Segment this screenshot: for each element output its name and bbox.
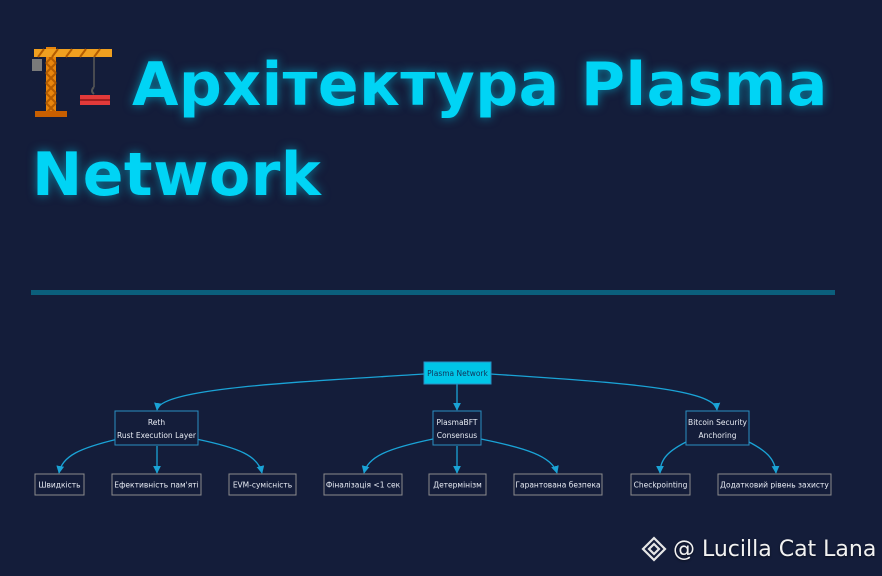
construction-crane-icon <box>32 47 112 117</box>
node-root: Plasma Network <box>423 361 492 385</box>
edge-reth-speed <box>56 438 119 474</box>
leaf-safety: Гарантована безпека <box>513 473 603 496</box>
leaf-memory: Ефективність пам'яті <box>111 473 202 496</box>
leaf-determinism-label: Детермінізм <box>433 481 482 490</box>
edge-bft-safety <box>480 438 559 474</box>
leaf-speed: Швидкість <box>34 473 85 496</box>
leaf-finality: Фіналізація <1 сек <box>323 473 403 496</box>
edge-root-bitcoin <box>490 373 721 411</box>
node-plasmabft-line2: Consensus <box>437 431 478 440</box>
architecture-diagram: Plasma Network Reth Rust Execution Layer… <box>34 361 832 496</box>
leaf-speed-label: Швидкість <box>38 481 80 490</box>
node-plasmabft-line1: PlasmaBFT <box>437 418 478 427</box>
leaf-evm-label: EVM-сумісність <box>233 481 292 490</box>
title-line-1: Архітектура Plasma <box>132 50 828 120</box>
node-bitcoin-line2: Anchoring <box>698 431 736 440</box>
leaf-checkpointing: Checkpointing <box>630 473 691 496</box>
leaf-checkpointing-label: Checkpointing <box>634 481 688 490</box>
leaf-extra-protection-label: Додатковий рівень захисту <box>720 481 829 490</box>
divider <box>31 290 835 295</box>
node-reth-line2: Rust Execution Layer <box>117 431 197 440</box>
binance-square-icon <box>641 536 667 562</box>
node-bitcoin: Bitcoin Security Anchoring <box>685 410 750 446</box>
leaf-determinism: Детермінізм <box>428 473 487 496</box>
leaf-evm: EVM-сумісність <box>228 473 297 496</box>
node-bitcoin-line1: Bitcoin Security <box>688 418 747 427</box>
leaf-safety-label: Гарантована безпека <box>515 481 600 490</box>
title-line-2: Network <box>32 140 322 210</box>
edge-btc-extra <box>746 440 780 474</box>
watermark-text: @ Lucilla Cat Lana <box>673 536 877 562</box>
node-plasmabft: PlasmaBFT Consensus <box>432 410 482 446</box>
edge-bft-finality <box>361 438 434 474</box>
watermark: @ Lucilla Cat Lana <box>641 536 876 562</box>
edge-reth-evm <box>195 438 265 474</box>
leaf-finality-label: Фіналізація <1 сек <box>326 481 401 490</box>
node-reth: Reth Rust Execution Layer <box>114 410 199 446</box>
edge-root-reth <box>154 373 425 411</box>
leaf-extra-protection: Додатковий рівень захисту <box>717 473 832 496</box>
edge-btc-checkpoint <box>656 440 689 474</box>
node-root-label: Plasma Network <box>427 369 488 378</box>
node-reth-line1: Reth <box>148 418 165 427</box>
leaf-memory-label: Ефективність пам'яті <box>114 481 198 490</box>
